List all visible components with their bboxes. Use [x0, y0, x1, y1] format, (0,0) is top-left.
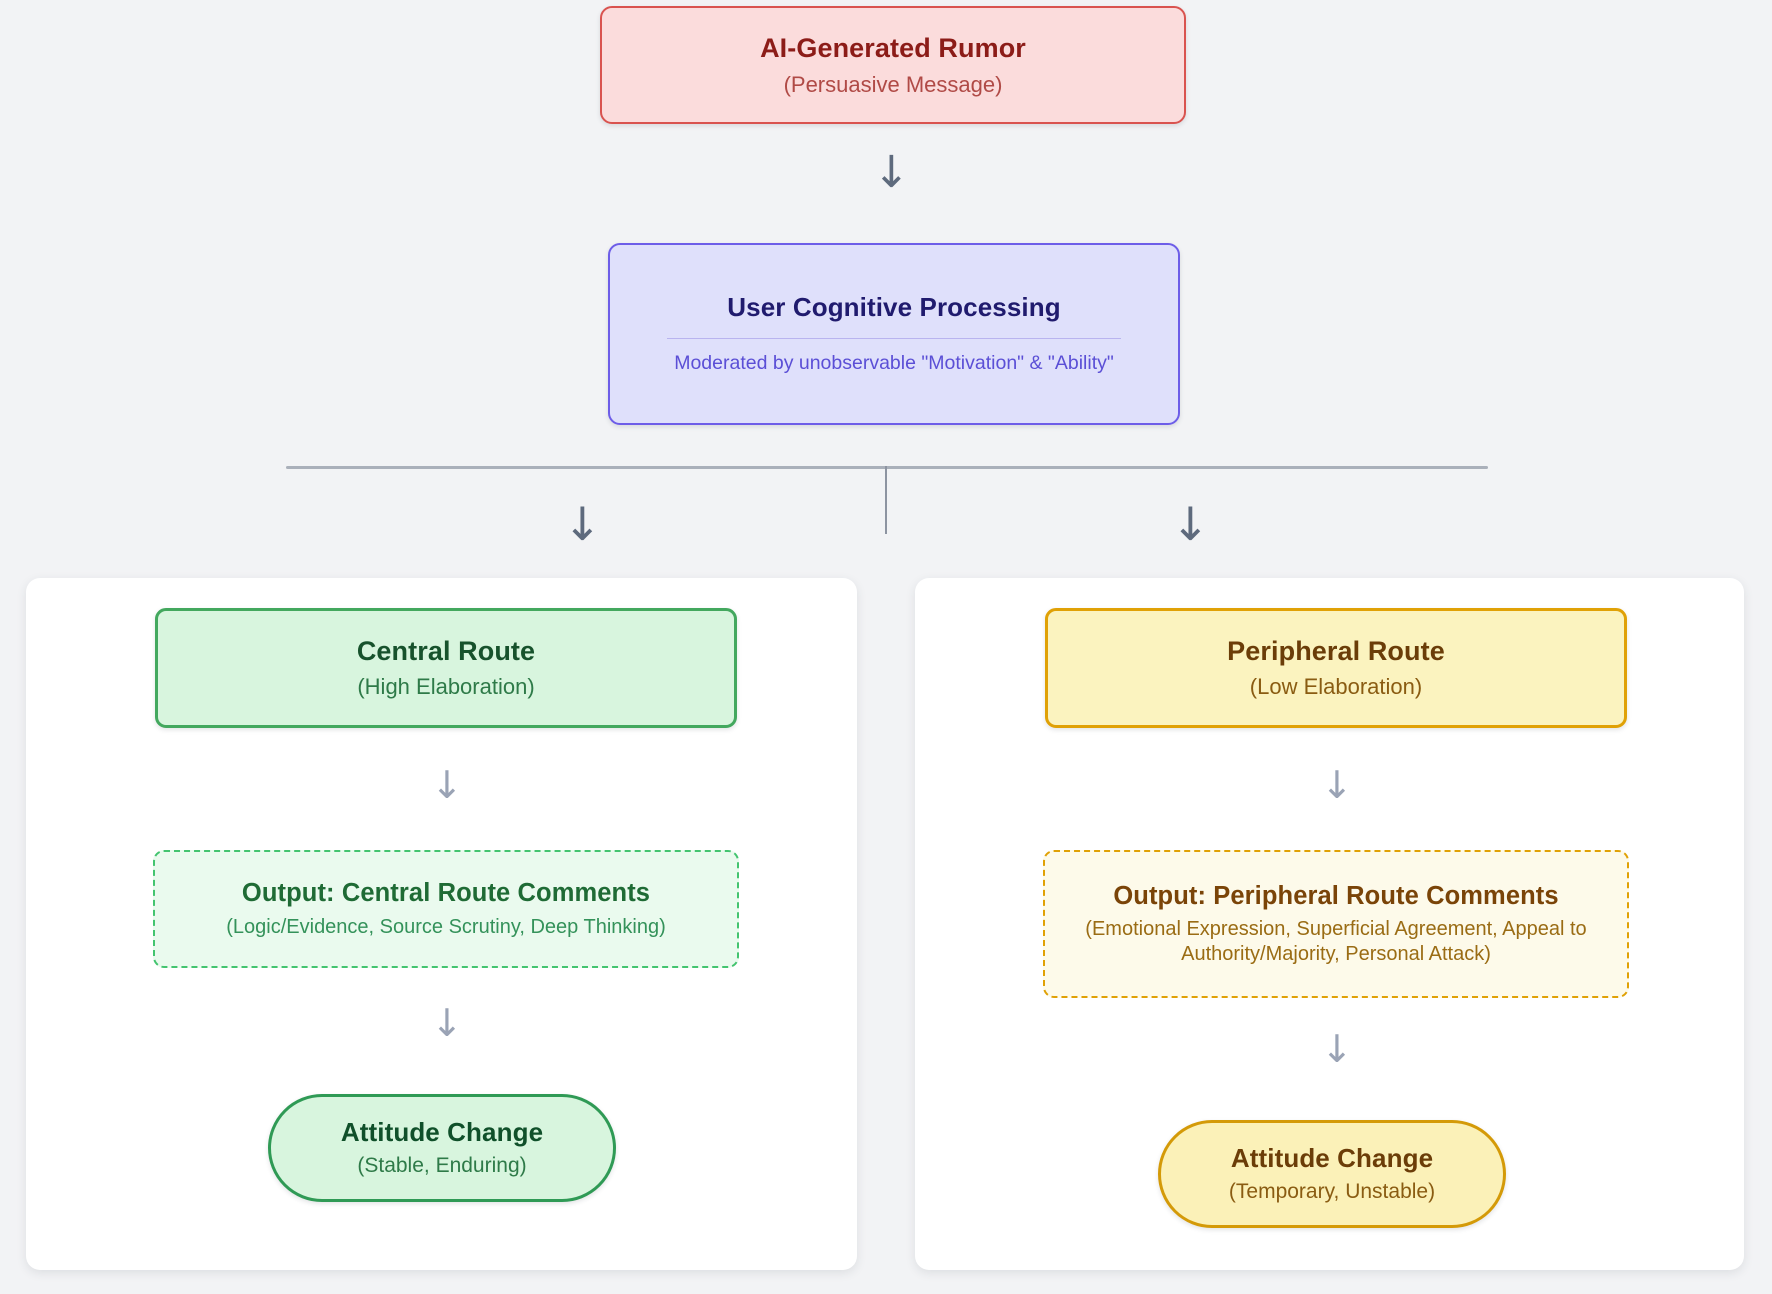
node-subtitle: (Emotional Expression, Superficial Agree… [1085, 918, 1587, 966]
node-subtitle: (Low Elaboration) [1249, 674, 1423, 700]
node-subtitle: (Stable, Enduring) [357, 1153, 527, 1177]
node-central-attitude-change: Attitude Change (Stable, Enduring) [268, 1094, 616, 1202]
node-title: Peripheral Route [1227, 636, 1445, 667]
node-subtitle: (Logic/Evidence, Source Scrutiny, Deep T… [226, 915, 666, 938]
branch-connector-stub [885, 466, 887, 534]
node-title: Attitude Change [340, 1116, 544, 1147]
arrow-down-icon-central: ↓ [563, 497, 602, 551]
node-title: User Cognitive Processing [727, 292, 1061, 323]
node-subtitle: (High Elaboration) [357, 674, 535, 700]
node-subtitle: (Persuasive Message) [783, 71, 1003, 97]
node-subtitle: Moderated by unobservable "Motivation" &… [674, 352, 1114, 375]
node-subtitle: (Temporary, Unstable) [1228, 1179, 1436, 1203]
node-title: Attitude Change [1230, 1142, 1434, 1173]
branch-connector-horizontal [286, 466, 1488, 469]
arrow-down-icon-peripheral-outcome: ↓ [1321, 1027, 1353, 1071]
arrow-down-icon-peripheral-output: ↓ [1321, 763, 1353, 807]
node-peripheral-attitude-change: Attitude Change (Temporary, Unstable) [1158, 1120, 1506, 1228]
node-central-route: Central Route (High Elaboration) [155, 608, 737, 728]
node-central-route-output: Output: Central Route Comments (Logic/Ev… [153, 850, 739, 968]
node-title: Central Route [356, 636, 536, 667]
node-title: AI-Generated Rumor [760, 32, 1026, 63]
node-title: Output: Central Route Comments [241, 879, 651, 908]
arrow-down-icon-central-outcome: ↓ [431, 1001, 463, 1045]
arrow-down-icon-central-output: ↓ [431, 763, 463, 807]
node-divider [666, 337, 1122, 340]
arrow-down-icon: ↓ [873, 147, 910, 198]
node-peripheral-route-output: Output: Peripheral Route Comments (Emoti… [1043, 850, 1629, 998]
node-ai-generated-rumor: AI-Generated Rumor (Persuasive Message) [600, 6, 1186, 124]
node-user-cognitive-processing: User Cognitive Processing Moderated by u… [608, 243, 1180, 425]
arrow-down-icon-peripheral: ↓ [1171, 497, 1210, 551]
node-peripheral-route: Peripheral Route (Low Elaboration) [1045, 608, 1627, 728]
node-title: Output: Peripheral Route Comments [1113, 881, 1559, 910]
